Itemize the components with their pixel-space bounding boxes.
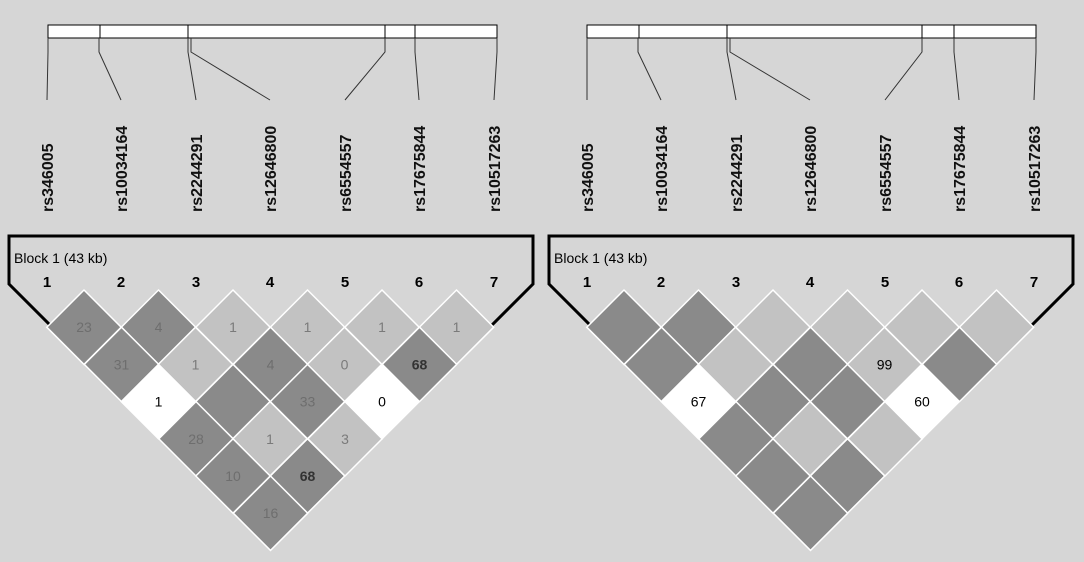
ld-value-label: 33 — [300, 394, 316, 410]
ld-panel-1: rs346005 rs10034164 rs2244291 rs12646800 rs6… — [7, 24, 535, 552]
ld-value-label: 31 — [114, 356, 130, 372]
marker-number: 2 — [657, 274, 665, 291]
bar-segment — [921, 24, 955, 39]
snp-label: rs2244291 — [729, 134, 746, 212]
ld-value-label: 10 — [225, 468, 241, 484]
marker-number: 7 — [1030, 274, 1038, 291]
ld-panel-2: rs346005 rs10034164 rs2244291 rs12646800 rs6… — [547, 24, 1075, 552]
marker-number: 5 — [341, 274, 349, 291]
ld-value-label: 1 — [304, 319, 312, 335]
bar-segment — [414, 24, 498, 39]
ld-value-label: 4 — [267, 356, 275, 372]
snp-connector-line — [1033, 38, 1037, 101]
marker-number: 7 — [490, 274, 498, 291]
ld-value-label: 4 — [155, 319, 163, 335]
snp-connector-line — [726, 38, 737, 101]
snp-connector-line — [98, 38, 122, 101]
bar-segment — [638, 24, 728, 39]
marker-number: 4 — [266, 274, 275, 291]
snp-label: rs2244291 — [189, 134, 206, 212]
snp-label: rs12646800 — [263, 126, 280, 212]
snp-label: rs10517263 — [487, 126, 504, 212]
ld-value-label: 1 — [266, 431, 274, 447]
ld-value-label: 1 — [229, 319, 237, 335]
bar-segment — [384, 24, 416, 39]
ld-value-label: 1 — [155, 394, 163, 410]
snp-label: rs6554557 — [878, 134, 895, 212]
marker-number: 1 — [43, 274, 51, 291]
block-label: Block 1 (43 kb) — [554, 250, 647, 266]
snp-connector-line — [344, 38, 386, 101]
ld-value-label: 67 — [691, 394, 707, 410]
snp-label: rs10517263 — [1027, 126, 1044, 212]
marker-number: 3 — [192, 274, 200, 291]
snp-position-bar — [586, 24, 1037, 39]
snp-connector-line — [637, 38, 662, 101]
bar-segment — [187, 24, 386, 39]
ld-cell — [772, 474, 849, 552]
snp-connector-line — [884, 38, 923, 101]
ld-value-label: 3 — [341, 431, 349, 447]
bar-segment — [47, 24, 101, 39]
marker-number: 6 — [955, 274, 963, 291]
ld-value-label: 28 — [188, 431, 204, 447]
snp-label: rs17675844 — [412, 126, 429, 212]
snp-position-bar — [47, 24, 498, 39]
snp-connector-line — [729, 38, 811, 101]
block-label: Block 1 (43 kb) — [14, 250, 107, 266]
snp-label: rs17675844 — [952, 126, 969, 212]
ld-value-label: 1 — [192, 356, 200, 372]
ld-value-label: 23 — [76, 319, 92, 335]
ld-value-label: 68 — [300, 468, 316, 484]
snp-label: rs346005 — [580, 143, 597, 212]
snp-label: rs6554557 — [338, 134, 355, 212]
ld-value-label: 0 — [341, 356, 349, 372]
marker-number: 2 — [117, 274, 125, 291]
snp-connector-line — [493, 38, 498, 101]
ld-value-label: 1 — [453, 319, 461, 335]
ld-value-label: 1 — [378, 319, 386, 335]
marker-number: 4 — [806, 274, 815, 291]
snp-connector-line — [190, 38, 271, 101]
bar-segment — [726, 24, 923, 39]
ld-value-label: 16 — [263, 505, 279, 521]
snp-label: rs10034164 — [114, 126, 131, 212]
ld-value-label: 0 — [378, 394, 386, 410]
ld-value-label: 99 — [877, 356, 893, 372]
marker-number: 6 — [415, 274, 423, 291]
bar-segment — [99, 24, 189, 39]
marker-number: 5 — [881, 274, 889, 291]
bar-segment — [586, 24, 640, 39]
snp-connector-line — [414, 38, 420, 101]
marker-number: 1 — [583, 274, 591, 291]
marker-number: 3 — [732, 274, 740, 291]
snp-connector-line — [953, 38, 960, 101]
ld-cell — [232, 474, 309, 552]
snp-connector-line — [46, 38, 49, 101]
ld-value-label: 60 — [914, 394, 930, 410]
snp-label: rs12646800 — [803, 126, 820, 212]
ld-value-label: 68 — [412, 356, 428, 372]
snp-label: rs10034164 — [654, 126, 671, 212]
snp-connector-line — [187, 38, 197, 101]
bar-segment — [953, 24, 1037, 39]
snp-label: rs346005 — [40, 143, 57, 212]
